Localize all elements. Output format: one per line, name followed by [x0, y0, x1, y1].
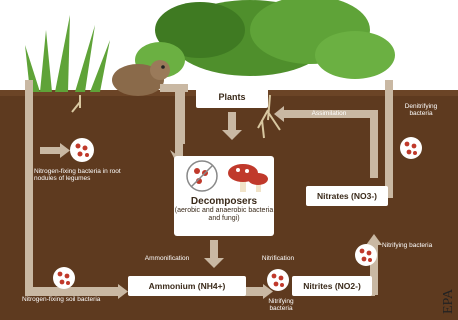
ammonification-label: Ammonification — [132, 255, 202, 262]
bacteria-icon — [267, 269, 289, 291]
plants-node: Plants — [196, 86, 268, 108]
bacteria-icon — [53, 267, 75, 289]
bacteria-icon — [70, 138, 94, 162]
left-grass — [25, 15, 110, 92]
bacteria-icon — [400, 137, 422, 159]
decomposers-node: Decomposers (aerobic and anaerobic bacte… — [174, 156, 274, 236]
plants-label: Plants — [218, 92, 245, 102]
foliage — [135, 0, 395, 79]
nitrification-label: Nitrification — [248, 255, 308, 262]
nitrifying-bacteria-bottom-label: Nitrifying bacteria — [256, 298, 306, 313]
nitrifying-bacteria-right-label: Nitrifying bacteria — [382, 242, 438, 249]
decomposers-subtitle: (aerobic and anaerobic bacteria and fung… — [174, 207, 274, 223]
denitrifying-bacteria-label: Denitrifying bacteria — [395, 103, 447, 118]
nitrates-label: Nitrates (NO3-) — [317, 191, 377, 201]
bacteria-icon — [355, 244, 377, 266]
ammonium-label: Ammonium (NH4+) — [149, 281, 226, 291]
nitrogen-fixing-legume-bacteria-label: Nitrogen-fixing bacteria in root nodules… — [34, 168, 130, 183]
source-credit: EPA — [441, 289, 457, 314]
nitrites-label: Nitrites (NO2-) — [303, 281, 361, 291]
nitrates-node: Nitrates (NO3-) — [306, 186, 388, 206]
assimilation-label: Assimilation — [298, 110, 360, 117]
nitrogen-fixing-soil-bacteria-label: Nitrogen-fixing soil bacteria — [22, 296, 112, 303]
decomposers-illustration — [174, 156, 274, 196]
nitrites-node: Nitrites (NO2-) — [292, 276, 372, 296]
mushroom-icon — [228, 164, 268, 192]
decomposers-title: Decomposers — [174, 196, 274, 207]
ammonium-node: Ammonium (NH4+) — [128, 276, 246, 296]
